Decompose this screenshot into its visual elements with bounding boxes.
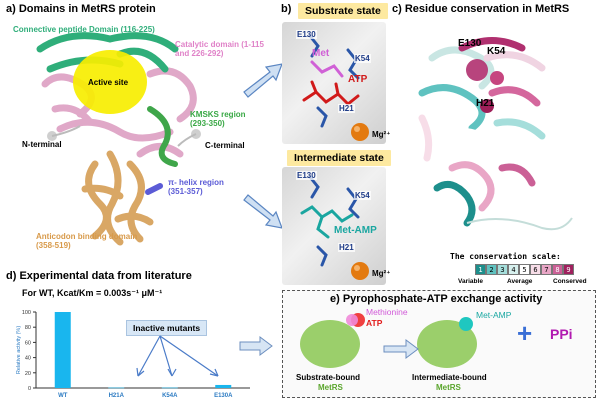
scale-average-label: Average bbox=[507, 278, 533, 285]
scale-cell-6: 6 bbox=[530, 264, 541, 275]
panel-e-title: e) Pyrophosphate-ATP exchange activity bbox=[330, 293, 543, 305]
x-tick-label-e130a: E130A bbox=[214, 393, 233, 399]
substrate-state-structure: E130 Met K54 ATP H21 Mg²⁺ bbox=[282, 22, 390, 144]
panel-b-title: b) bbox=[281, 3, 292, 15]
c-terminal-label: C-terminal bbox=[205, 141, 245, 150]
mg-label: Mg²⁺ bbox=[372, 130, 391, 139]
anticodon-domain-label: Anticodon binding domain (358-519) bbox=[36, 232, 138, 251]
arrow-to-panel-e-icon bbox=[239, 336, 273, 356]
conservation-scale-title: The conservation scale: bbox=[450, 252, 561, 261]
e130-conservation-label: E130 bbox=[458, 38, 482, 49]
pi-helix-label: π- helix region (351-357) bbox=[168, 178, 224, 197]
y-tick-label: 100 bbox=[22, 310, 31, 316]
intermediate-state-header: Intermediate state bbox=[287, 150, 391, 166]
kcat-km-note: For WT, Kcat/Km = 0.003s⁻¹ μM⁻¹ bbox=[22, 288, 163, 298]
scale-cell-3: 3 bbox=[497, 264, 508, 275]
substrate-state-header: Substrate state bbox=[298, 3, 388, 19]
y-tick-label: 40 bbox=[25, 356, 31, 362]
y-tick-label: 20 bbox=[25, 371, 31, 377]
bar-h21a bbox=[108, 387, 125, 389]
bar-wt bbox=[54, 312, 71, 388]
mg-label: Mg²⁺ bbox=[372, 269, 391, 278]
scale-cell-9: 9 bbox=[563, 264, 574, 275]
metrs-domain-structure bbox=[36, 32, 201, 246]
ppi-label: PPi bbox=[550, 326, 573, 342]
panel-a-title: a) Domains in MetRS protein bbox=[6, 3, 156, 15]
arrow-to-substrate-icon bbox=[243, 63, 283, 98]
met-amp-label: Met-AMP bbox=[334, 225, 377, 236]
scale-cell-8: 8 bbox=[552, 264, 563, 275]
scale-cell-4: 4 bbox=[508, 264, 519, 275]
transition-arrows bbox=[243, 63, 283, 229]
k54-conservation-label: K54 bbox=[487, 46, 506, 57]
y-tick-label: 80 bbox=[25, 325, 31, 331]
atp-label-e: ATP bbox=[366, 318, 383, 328]
arrow-to-intermediate-icon bbox=[243, 194, 283, 229]
exchange-diagram bbox=[300, 313, 477, 368]
e130-label: E130 bbox=[296, 171, 317, 180]
h21-label: H21 bbox=[338, 104, 355, 113]
k54-label: K54 bbox=[354, 191, 371, 200]
substrate-bound-label: Substrate-bound bbox=[296, 373, 360, 382]
connective-domain-label: Connective peptide Domain (116-225) bbox=[13, 25, 155, 34]
scale-conserved-label: Conserved bbox=[553, 278, 587, 285]
met-label: Met bbox=[312, 48, 330, 59]
active-site-label: Active site bbox=[88, 78, 129, 87]
panel-d-title: d) Experimental data from literature bbox=[6, 270, 192, 282]
kmsks-region-label: KMSKS region (293-350) bbox=[190, 110, 246, 129]
panel-c-title: c) Residue conservation in MetRS bbox=[392, 3, 570, 15]
bar-e130a bbox=[215, 384, 232, 388]
y-axis-label: Relative activity (%) bbox=[16, 326, 22, 374]
atp-label: ATP bbox=[348, 74, 368, 85]
conservation-structure bbox=[418, 37, 573, 231]
e130-label: E130 bbox=[296, 30, 317, 39]
intermediate-state-structure: E130 K54 Met-AMP H21 Mg²⁺ bbox=[282, 167, 390, 285]
plus-icon: + bbox=[517, 318, 533, 348]
scale-cell-5: 5 bbox=[519, 264, 530, 275]
bar-k54a bbox=[161, 387, 178, 389]
x-tick-label-wt: WT bbox=[58, 393, 68, 399]
methionine-label: Methionine bbox=[366, 307, 408, 317]
scale-cell-7: 7 bbox=[541, 264, 552, 275]
h21-conservation-label: H21 bbox=[476, 98, 495, 109]
substrate-metrs-label: MetRS bbox=[318, 383, 343, 392]
intermediate-bound-label: Intermediate-bound bbox=[412, 373, 487, 382]
scale-variable-label: Variable bbox=[458, 278, 483, 285]
inactive-mutants-label: Inactive mutants bbox=[126, 320, 208, 336]
substrate-molecule-render bbox=[302, 34, 369, 141]
k54-label: K54 bbox=[354, 54, 371, 63]
h21-label: H21 bbox=[338, 243, 355, 252]
x-tick-label-h21a: H21A bbox=[109, 393, 125, 399]
intermediate-molecule-render bbox=[300, 175, 369, 280]
x-tick-label-k54a: K54A bbox=[162, 393, 178, 399]
y-tick-label: 0 bbox=[28, 386, 31, 392]
scale-cell-1: 1 bbox=[475, 264, 486, 275]
met-amp-label-e: Met-AMP bbox=[476, 310, 512, 320]
catalytic-domain-label: Catalytic domain (1-115 and 226-292) bbox=[175, 40, 264, 59]
inactive-mutant-pointers bbox=[136, 335, 219, 377]
n-terminal-label: N-terminal bbox=[22, 140, 62, 149]
scale-cell-2: 2 bbox=[486, 264, 497, 275]
intermediate-metrs-label: MetRS bbox=[436, 383, 461, 392]
y-tick-label: 60 bbox=[25, 340, 31, 346]
